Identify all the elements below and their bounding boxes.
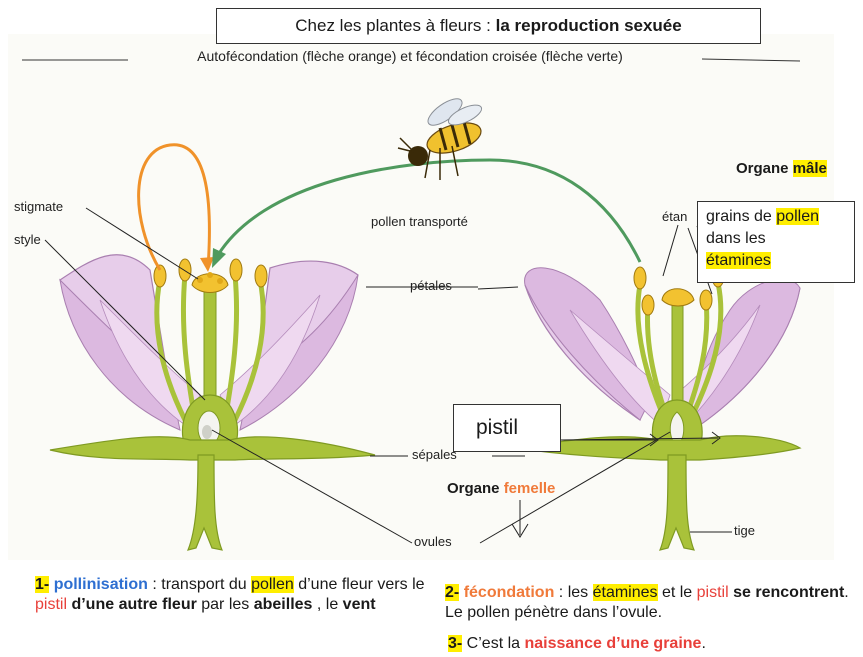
caption3-text-1: C’est la: [462, 635, 524, 652]
organ-female-prefix: Organe: [447, 480, 500, 497]
right-style: [672, 300, 683, 405]
label-ovules: ovules: [414, 534, 452, 549]
pollen-box-line-2: dans les: [706, 228, 846, 250]
caption2-number: 2-: [445, 584, 459, 601]
left-anther-4: [255, 265, 267, 287]
left-style: [204, 285, 216, 400]
organ-female-label: Organe femelle: [447, 480, 555, 497]
caption1-term: pollinisation: [54, 576, 148, 593]
organ-female-word: femelle: [504, 480, 556, 497]
caption1-text-4: par les: [197, 596, 254, 613]
pollen-box-line1-word: pollen: [776, 208, 819, 225]
caption1-text-2: d’une fleur vers le: [294, 576, 425, 593]
pistil-box: pistil: [453, 404, 561, 452]
label-pollen-transporte: pollen transporté: [371, 214, 468, 229]
caption2-text-1: : les: [554, 584, 592, 601]
caption1-vent: vent: [343, 596, 376, 613]
right-anther-1: [634, 267, 646, 289]
caption2-se: se: [729, 584, 751, 601]
caption3-text-2: .: [701, 635, 705, 652]
caption3-number: 3-: [448, 635, 462, 652]
pollen-grains-box: grains de pollen dans les étamines: [697, 201, 855, 283]
caption2-term: fécondation: [464, 584, 555, 601]
pollen-box-line1-prefix: grains de: [706, 208, 772, 225]
diagram-subtitle: Autofécondation (flèche orange) et fécon…: [130, 48, 690, 64]
left-anther-2: [179, 259, 191, 281]
caption2-pistil: pistil: [697, 584, 729, 601]
page-title-bold: la reproduction sexuée: [496, 16, 682, 35]
label-tige: tige: [734, 523, 755, 538]
page-title: Chez les plantes à fleurs : la reproduct…: [216, 8, 761, 44]
caption1-number: 1-: [35, 576, 49, 593]
caption1-text-5: , le: [312, 596, 342, 613]
label-stigmate: stigmate: [14, 199, 63, 214]
organ-male-word: mâle: [793, 160, 827, 177]
page-title-prefix: Chez les plantes à fleurs :: [295, 16, 491, 35]
right-anther-2: [642, 295, 654, 315]
caption2-etamines: étamines: [593, 584, 658, 601]
label-etamines-cut: étan: [662, 209, 687, 224]
caption2-text-2: et le: [658, 584, 697, 601]
pollen-box-line-1: grains de pollen: [706, 206, 846, 228]
label-petales: pétales: [410, 278, 452, 293]
caption1-abeilles: abeilles: [254, 596, 313, 613]
caption-naissance-graine: 3- C’est la naissance d’une graine.: [448, 634, 858, 654]
caption1-text-1: : transport du: [148, 576, 251, 593]
caption3-naissance: naissance d’une graine: [524, 635, 701, 652]
caption-fecondation: 2- fécondation : les étamines et le pist…: [445, 583, 857, 623]
organ-male-label: Organe mâle: [736, 160, 827, 177]
pollen-box-line-3: étamines: [706, 252, 771, 269]
caption2-rencontrent: rencontrent: [755, 584, 844, 601]
left-anther-3: [230, 259, 242, 281]
right-anther-3: [700, 290, 712, 310]
caption-pollinisation: 1- pollinisation : transport du pollen d…: [35, 575, 425, 615]
caption1-pistil: pistil: [35, 596, 67, 613]
organ-male-prefix: Organe: [736, 160, 789, 177]
caption1-text-3: d’une autre fleur: [67, 596, 197, 613]
label-sepales: sépales: [412, 447, 457, 462]
caption1-pollen: pollen: [251, 576, 294, 593]
label-style: style: [14, 232, 41, 247]
